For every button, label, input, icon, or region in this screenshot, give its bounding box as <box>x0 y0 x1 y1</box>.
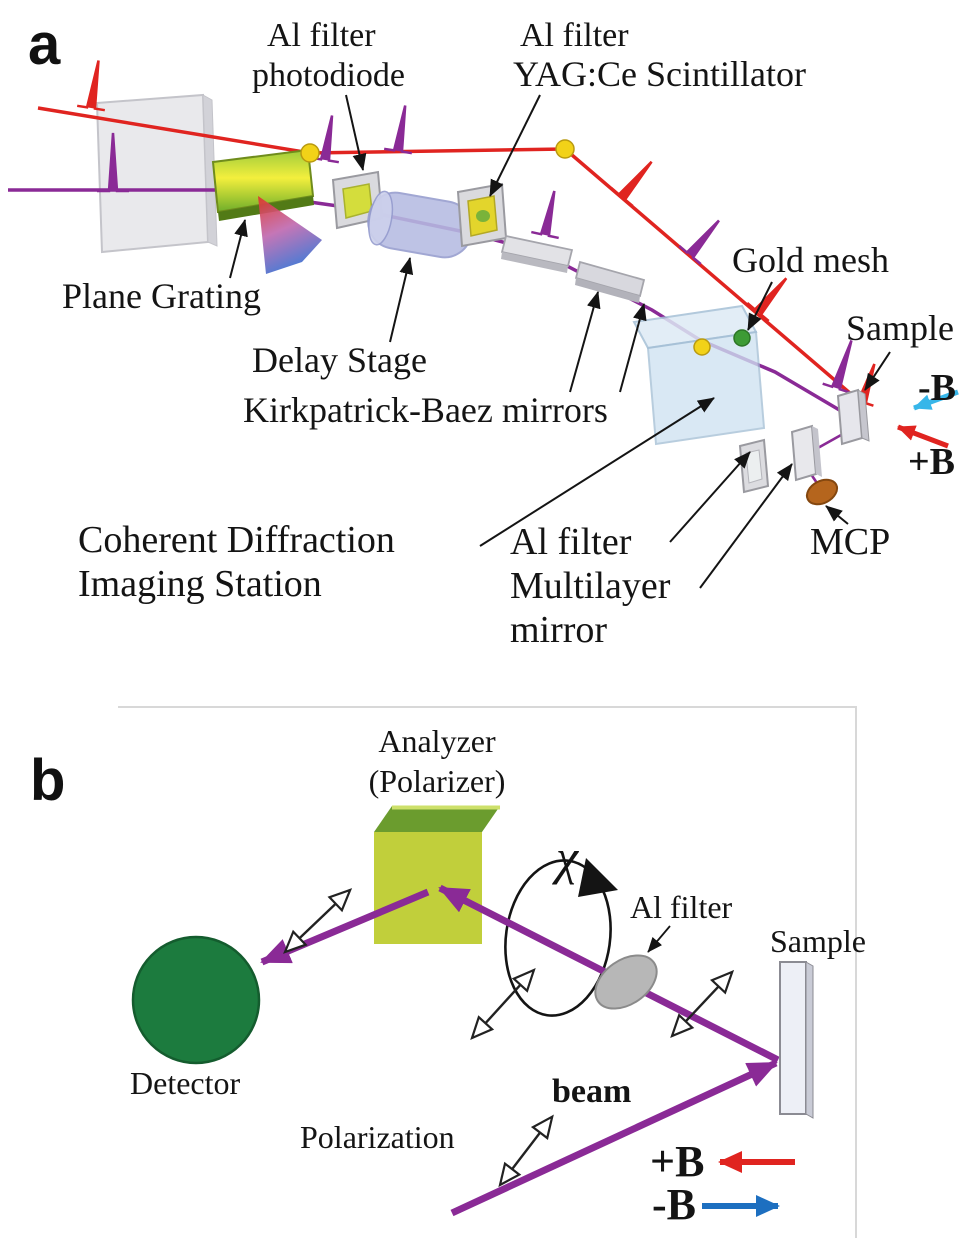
plus-b-arrow <box>897 424 949 449</box>
chi-rotation-arrowhead <box>578 858 618 897</box>
mcp-detector <box>805 478 839 506</box>
label-minus-b-b: -B <box>652 1180 696 1229</box>
polarization-arrow-sample-beam <box>670 969 735 1038</box>
sample-plate <box>779 961 814 1119</box>
label-al-filter-ml-line1: Al filter <box>510 521 632 563</box>
panel-b-tag: b <box>30 748 65 813</box>
label-gold-mesh: Gold mesh <box>732 240 889 280</box>
label-plus-b-b: +B <box>650 1137 704 1186</box>
dispersion-fan <box>258 196 322 274</box>
chi-rotation-ellipse <box>504 859 612 1017</box>
label-al-filter-photodiode-line2: photodiode <box>252 57 405 94</box>
multilayer-mirror-device <box>790 424 822 482</box>
label-al-filter-b: Al filter <box>630 889 733 925</box>
label-beam: beam <box>552 1073 631 1110</box>
cdi-station-cube <box>632 304 766 446</box>
label-al-filter-yag-line2: YAG:Ce Scintillator <box>513 54 806 94</box>
kb-mirror-2 <box>574 260 646 303</box>
label-sample-a: Sample <box>846 308 954 348</box>
gold-mesh-dot <box>733 329 751 347</box>
al-filter-device <box>738 438 770 494</box>
label-chi: χ <box>552 829 580 885</box>
label-cdi-line1: Coherent Diffraction <box>78 519 395 561</box>
beam-incoming <box>450 1059 778 1217</box>
panel-a: a <box>8 12 959 651</box>
gold-dot <box>693 338 711 356</box>
label-analyzer-line2: (Polarizer) <box>369 763 506 799</box>
red-beam-path <box>37 106 860 402</box>
label-cdi-line2: Imaging Station <box>78 563 322 605</box>
label-al-filter-ml-line3: mirror <box>510 609 607 651</box>
label-plane-grating: Plane Grating <box>62 276 261 316</box>
delay-stage-device <box>367 190 473 259</box>
label-sample-b: Sample <box>770 923 866 959</box>
al-filter-disk <box>594 954 658 1010</box>
label-polarization: Polarization <box>300 1119 455 1155</box>
label-minus-b-a: -B <box>918 367 956 409</box>
beam-node-dot-2 <box>555 139 575 159</box>
label-plus-b-a: +B <box>908 441 955 483</box>
label-analyzer-line1: Analyzer <box>378 723 496 759</box>
polarization-arrow-analyzer-beam <box>470 967 536 1040</box>
pointer-arrows-a <box>229 94 891 589</box>
al-filter-pointer <box>647 925 671 953</box>
panel-a-tag: a <box>28 12 61 77</box>
label-delay-stage: Delay Stage <box>252 340 427 380</box>
label-al-filter-yag-line1: Al filter <box>520 17 629 54</box>
label-al-filter-ml-line2: Multilayer <box>510 565 671 607</box>
detector-circle <box>131 935 261 1065</box>
label-kb-mirrors: Kirkpatrick-Baez mirrors <box>243 390 608 430</box>
polarization-arrow-detector-beam <box>283 888 353 954</box>
purple-pulse-spikes <box>97 105 853 394</box>
analyzer-cube <box>374 805 500 944</box>
al-filter-yag-device <box>456 182 508 248</box>
beam-screen <box>95 93 218 254</box>
panel-b: b <box>30 706 866 1238</box>
label-al-filter-photodiode-line1: Al filter <box>267 17 376 54</box>
minus-b-arrow <box>913 389 959 411</box>
kb-mirror-1 <box>500 234 574 273</box>
label-mcp: MCP <box>810 521 890 563</box>
beam-node-dot-1 <box>300 143 320 163</box>
polarization-arrow-incoming-beam <box>498 1114 554 1188</box>
label-detector: Detector <box>130 1065 241 1101</box>
sample-slab <box>836 388 870 446</box>
